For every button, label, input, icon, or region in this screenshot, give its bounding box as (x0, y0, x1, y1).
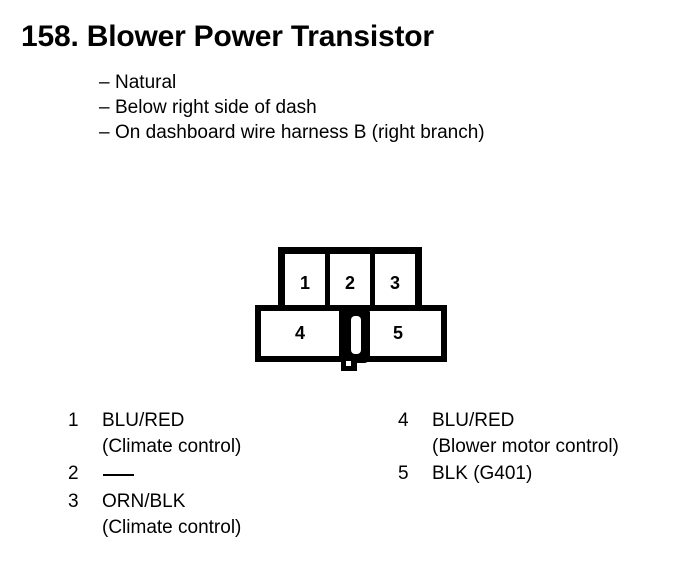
connector-diagram: 1 2 3 4 5 (248, 240, 456, 380)
pin-wire-color: BLK (G401) (432, 463, 533, 484)
connector-cavity-3: 3 (375, 254, 415, 313)
connector-cavity-1: 1 (285, 254, 325, 313)
pin-row: 5 BLK (G401) (398, 461, 678, 487)
description-item: – On dashboard wire harness B (right bra… (99, 120, 659, 145)
pin-info: BLK (G401) (432, 461, 678, 487)
description-item-text: Natural (115, 72, 177, 93)
description-item: – Below right side of dash (99, 95, 659, 120)
connector-bottom-housing: 4 5 (255, 305, 447, 363)
pin-wire-color: BLU/RED (102, 410, 185, 431)
description-item-text: On dashboard wire harness B (right branc… (115, 122, 485, 143)
description-item: – Natural (99, 70, 659, 95)
pin-description: (Blower motor control) (432, 436, 619, 457)
pin-info: BLU/RED (Climate control) (102, 408, 368, 459)
dash-marker-icon: – (99, 97, 110, 118)
connector-lock-nub-hole (346, 361, 351, 366)
pin-info: BLU/RED (Blower motor control) (432, 408, 678, 459)
pin-row: 2 (68, 461, 368, 487)
connector-lock-tab-slot (351, 316, 361, 354)
pin-description: (Climate control) (102, 517, 242, 538)
pin-number: 5 (398, 463, 409, 484)
dash-marker-icon: – (99, 72, 110, 93)
pin-info: ORN/BLK (Climate control) (102, 489, 368, 540)
pin-wire-color: BLU/RED (432, 410, 515, 431)
pin-number: 2 (68, 463, 79, 484)
pin-wire-none-dash-icon (102, 461, 368, 487)
connector-cavity-2: 2 (330, 254, 370, 313)
description-list: – Natural – Below right side of dash – O… (99, 70, 659, 145)
pin-row: 1 BLU/RED (Climate control) (68, 408, 368, 459)
connector-top-housing: 1 2 3 (278, 247, 422, 313)
page-title: 158. Blower Power Transistor (21, 20, 434, 53)
connector-cavity-4: 4 (261, 311, 339, 356)
pin-number: 3 (68, 491, 79, 512)
pin-info (102, 461, 368, 487)
dash-marker-icon: – (99, 122, 110, 143)
pin-wire-color: ORN/BLK (102, 491, 186, 512)
description-item-text: Below right side of dash (115, 97, 317, 118)
pin-row: 4 BLU/RED (Blower motor control) (398, 408, 678, 459)
pin-description: (Climate control) (102, 436, 242, 457)
pin-row: 3 ORN/BLK (Climate control) (68, 489, 368, 540)
pin-number: 4 (398, 410, 409, 431)
pin-number: 1 (68, 410, 79, 431)
pin-legend-right-column: 4 BLU/RED (Blower motor control) 5 BLK (… (398, 408, 678, 489)
pin-legend-left-column: 1 BLU/RED (Climate control) 2 3 ORN/BLK … (68, 408, 368, 542)
connector-lock-tab-icon (342, 307, 370, 363)
